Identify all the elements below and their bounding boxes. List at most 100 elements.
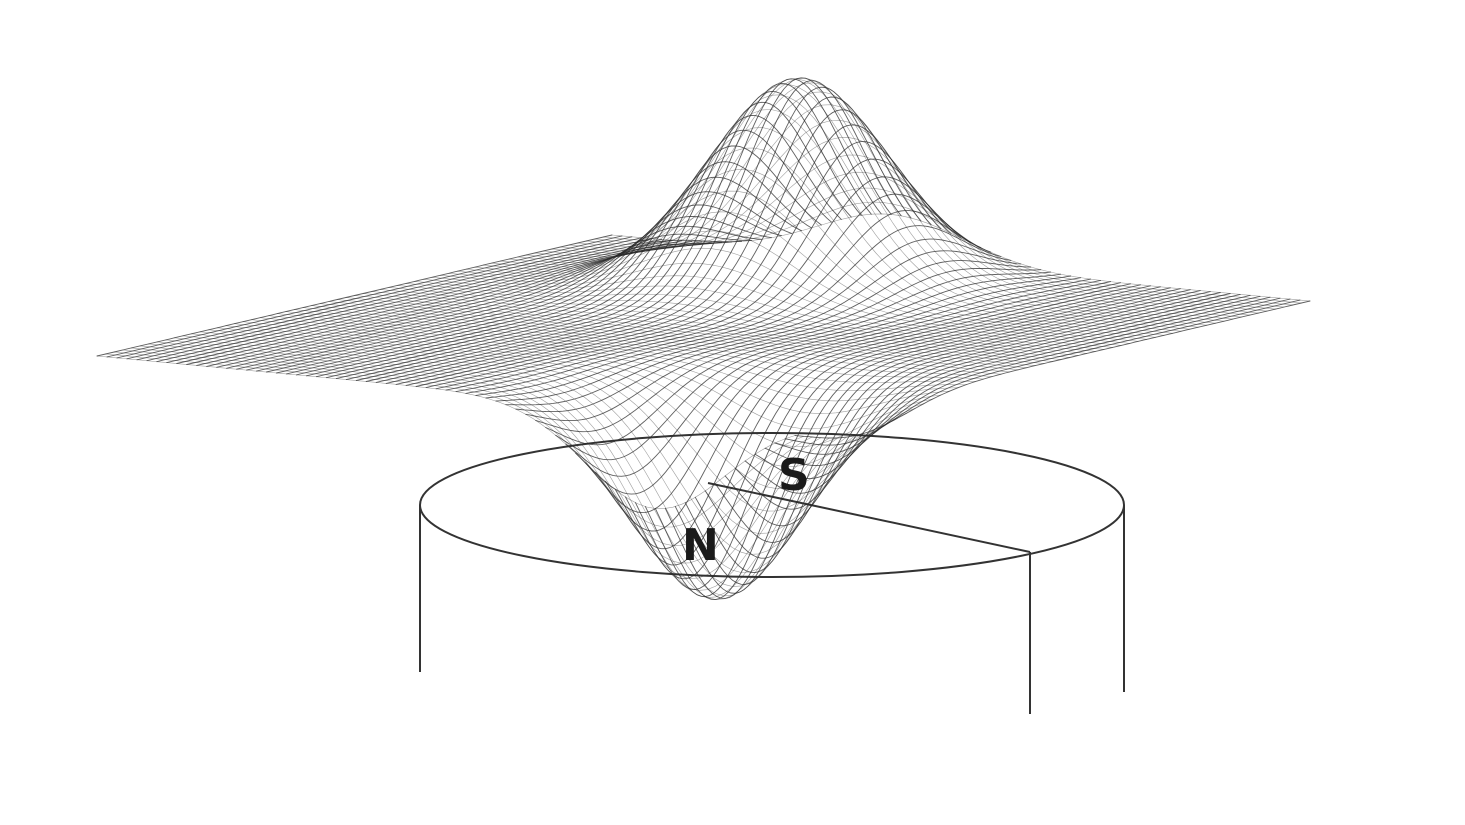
mesh-row-line (395, 86, 912, 385)
mesh-column-line (216, 327, 916, 489)
mesh-column-line (603, 201, 1302, 304)
mesh-row-line (545, 273, 1062, 446)
mesh-column-line (105, 353, 804, 528)
mesh-column-line (131, 347, 830, 579)
mesh-row-line (744, 295, 1261, 494)
mesh-row-line (684, 290, 1201, 585)
mesh-row-line (445, 158, 962, 391)
mesh-column-line (586, 171, 1285, 308)
mesh-column-line (191, 333, 890, 555)
mesh-column-line (251, 319, 950, 414)
mesh-row-line (774, 298, 1291, 455)
mesh-column-line (388, 287, 1088, 354)
mesh-column-line (319, 303, 1019, 371)
mesh-column-line (380, 289, 1079, 356)
mesh-row-line (654, 287, 1171, 601)
mesh-column-line (113, 351, 813, 546)
mesh-column-line (483, 127, 1182, 332)
mesh-column-line (328, 301, 1028, 368)
mesh-row-line (325, 115, 842, 379)
mesh-column-line (362, 293, 1062, 360)
mesh-row-line (106, 235, 623, 358)
mesh-column-line (405, 283, 1105, 350)
mesh-column-line (242, 321, 942, 430)
mesh-column-line (371, 291, 1070, 358)
mesh-row-line (196, 241, 713, 366)
south-pole-label: S (778, 450, 810, 501)
mesh-row-line (256, 216, 772, 372)
mesh-row-line (575, 278, 1092, 495)
mesh-column-line (199, 331, 899, 534)
mesh-row-line (405, 96, 922, 386)
mesh-row-line (615, 283, 1131, 566)
mesh-column-line (96, 355, 796, 509)
mesh-column-line (568, 137, 1268, 312)
mesh-row-line (595, 281, 1112, 532)
mesh-row-line (585, 279, 1102, 514)
mesh-row-line (246, 225, 763, 371)
mesh-column-line (577, 154, 1276, 310)
mesh-row-line (734, 294, 1251, 510)
mesh-column-line (285, 311, 985, 380)
mesh-column-line (543, 91, 1242, 318)
mesh-column-line (294, 309, 993, 377)
mesh-row-line (525, 268, 1042, 422)
mesh-row-line (156, 239, 673, 363)
mesh-row-line (315, 129, 832, 378)
mesh-row-line (505, 250, 1022, 406)
mesh-column-line (491, 109, 1191, 330)
mesh-row-line (146, 238, 663, 362)
mesh-column-line (525, 77, 1225, 322)
mesh-column-line (560, 119, 1259, 314)
mesh-row-line (355, 82, 872, 381)
mesh-column-line (208, 329, 907, 512)
mesh-row-line (625, 284, 1141, 580)
mesh-row-line (475, 210, 992, 396)
mesh-column-line (354, 295, 1053, 362)
mesh-column-line (225, 325, 925, 468)
mesh-row-line (515, 260, 1032, 413)
mesh-row-line (644, 286, 1161, 597)
mesh-column-line (465, 169, 1165, 336)
mesh-column-line (165, 339, 864, 597)
mesh-column-line (508, 83, 1208, 326)
mesh-row-line (495, 238, 1012, 402)
mesh-column-line (268, 315, 967, 391)
field-surface-mesh (96, 77, 1311, 601)
mesh-column-line (174, 337, 873, 587)
mesh-column-line (440, 230, 1139, 342)
mesh-row-line (704, 292, 1221, 559)
mesh-column-line (517, 78, 1216, 324)
mesh-row-line (166, 240, 683, 364)
mesh-row-line (485, 225, 1002, 399)
mesh-column-line (457, 190, 1156, 338)
mesh-row-line (226, 239, 743, 369)
mesh-row-line (794, 300, 1311, 439)
mesh-column-line (534, 82, 1234, 320)
mesh-column-line (156, 341, 856, 600)
mesh-row-line (295, 161, 812, 376)
mesh-row-line (764, 297, 1281, 466)
mesh-row-line (724, 293, 1241, 527)
mesh-column-line (414, 275, 1113, 348)
mesh-row-line (136, 238, 653, 361)
mesh-column-line (139, 345, 839, 591)
mesh-column-line (259, 317, 959, 402)
mesh-column-line (122, 349, 822, 564)
mesh-row-line (425, 124, 942, 389)
mesh-row-line (96, 234, 613, 357)
mesh-column-line (182, 335, 882, 573)
mesh-column-line (551, 104, 1251, 316)
north-pole-label: N (682, 520, 719, 571)
mesh-row-line (345, 90, 862, 381)
mesh-column-line (277, 313, 976, 383)
mesh-row-line (385, 80, 902, 384)
mesh-row-line (535, 271, 1052, 433)
mesh-column-line (474, 147, 1173, 334)
mesh-row-line (674, 289, 1191, 594)
mesh-column-line (611, 213, 1311, 302)
mesh-row-line (555, 275, 1072, 461)
mesh-column-line (500, 94, 1199, 328)
